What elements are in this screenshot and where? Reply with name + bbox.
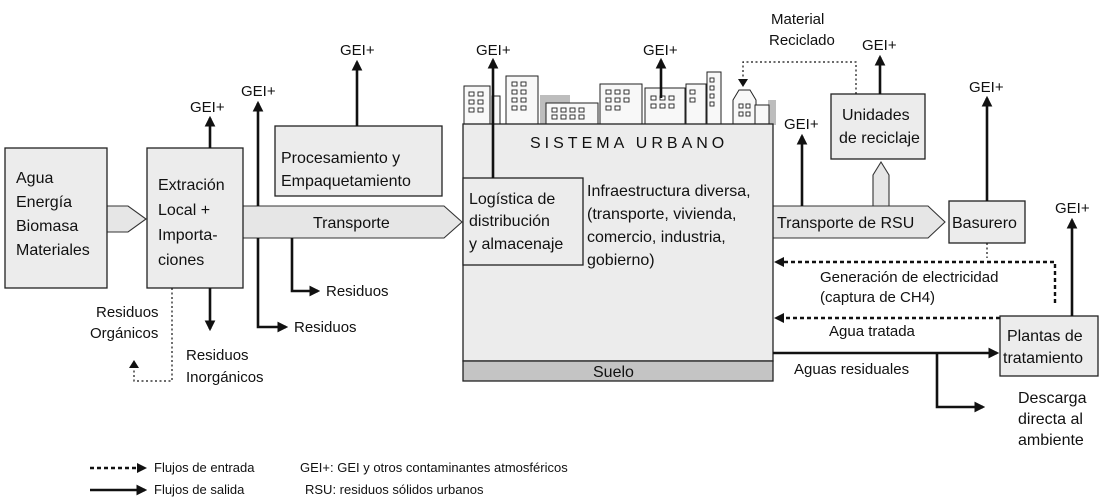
- legend-gei-definition: GEI+: GEI y otros contaminantes atmosfér…: [300, 460, 568, 475]
- inflow-arrows: [773, 256, 1057, 324]
- processing-line-1: Procesamiento y: [281, 150, 400, 167]
- recycling-line-2: de reciclaje: [839, 130, 920, 147]
- input-materiales: Materiales: [16, 242, 90, 259]
- treatment-line-2: tratamiento: [1003, 350, 1083, 367]
- infrastructure-line-3: comercio, industria,: [587, 229, 726, 246]
- landfill-label: Basurero: [952, 215, 1017, 232]
- input-biomasa: Biomasa: [16, 218, 78, 235]
- gei-label-recycling: GEI+: [862, 37, 897, 54]
- residuos-organicos-line-2: Orgánicos: [90, 325, 158, 342]
- logistics-line-3: y almacenaje: [469, 236, 563, 253]
- input-flow-shape: [105, 205, 147, 233]
- residuos-organicos-line-1: Residuos: [96, 304, 159, 321]
- logistics-line-1: Logística de: [469, 191, 555, 208]
- aguas-residuales-label: Aguas residuales: [794, 361, 909, 378]
- gei-label-msw-transport: GEI+: [784, 116, 819, 133]
- descarga-line-3: ambiente: [1018, 432, 1084, 449]
- soil-label: Suelo: [593, 364, 634, 381]
- gei-label-extraction: GEI+: [190, 99, 225, 116]
- recycling-line-1: Unidades: [842, 107, 910, 124]
- msw-transport-label: Transporte de RSU: [777, 215, 914, 232]
- processing-box: [274, 125, 443, 197]
- transport-label: Transporte: [313, 215, 390, 232]
- gei-label-city: GEI+: [643, 42, 678, 59]
- infrastructure-line-4: gobierno): [587, 252, 655, 269]
- input-agua: Agua: [16, 170, 53, 187]
- inputs-box: [4, 147, 108, 289]
- outflow-arrows: [204, 54, 1078, 413]
- recycling-return-flow-shape: [872, 160, 890, 207]
- extraction-line-2: Local +: [158, 202, 210, 219]
- residuos-inorganicos-line-2: Inorgánicos: [186, 369, 264, 386]
- logistics-line-2: distribución: [469, 213, 550, 230]
- generacion-line-2: (captura de CH4): [820, 289, 935, 306]
- input-energia: Energía: [16, 194, 72, 211]
- gei-label-processing: GEI+: [340, 42, 375, 59]
- extraction-line-3: Importa-: [158, 227, 218, 244]
- descarga-line-1: Descarga: [1018, 390, 1087, 407]
- descarga-line-2: directa al: [1018, 411, 1083, 428]
- agua-tratada-label: Agua tratada: [829, 323, 916, 340]
- processing-line-2: Empaquetamiento: [281, 173, 411, 190]
- city-skyline: [463, 71, 776, 126]
- treatment-line-1: Plantas de: [1007, 328, 1083, 345]
- urban-system-title: SISTEMA URBANO: [530, 135, 728, 152]
- legend-outflows: Flujos de salida: [154, 482, 245, 497]
- residuos-label-1: Residuos: [326, 283, 389, 300]
- material-reciclado-line-2: Reciclado: [769, 32, 835, 49]
- logistics-box: [462, 177, 584, 266]
- gei-label-transport: GEI+: [241, 83, 276, 100]
- infrastructure-line-2: (transporte, vivienda,: [587, 206, 736, 223]
- gei-label-logistics: GEI+: [476, 42, 511, 59]
- recycling-dotted-links: [129, 61, 988, 382]
- treatment-box: [999, 315, 1099, 377]
- extraction-line-4: ciones: [158, 252, 204, 269]
- material-reciclado-line-1: Material: [771, 11, 824, 28]
- gei-label-landfill: GEI+: [969, 79, 1004, 96]
- soil-bar: [462, 360, 774, 382]
- gei-label-treatment: GEI+: [1055, 200, 1090, 217]
- residuos-label-2: Residuos: [294, 319, 357, 336]
- extraction-line-1: Extración: [158, 177, 225, 194]
- recycling-box: [830, 93, 926, 160]
- generacion-line-1: Generación de electricidad: [820, 269, 998, 286]
- legend-inflows: Flujos de entrada: [154, 460, 255, 475]
- legend: Flujos de entrada Flujos de salida GEI+:…: [90, 460, 568, 497]
- legend-rsu-definition: RSU: residuos sólidos urbanos: [305, 482, 484, 497]
- extraction-box: [146, 147, 244, 289]
- residuos-inorganicos-line-1: Residuos: [186, 347, 249, 364]
- infrastructure-line-1: Infraestructura diversa,: [587, 183, 751, 200]
